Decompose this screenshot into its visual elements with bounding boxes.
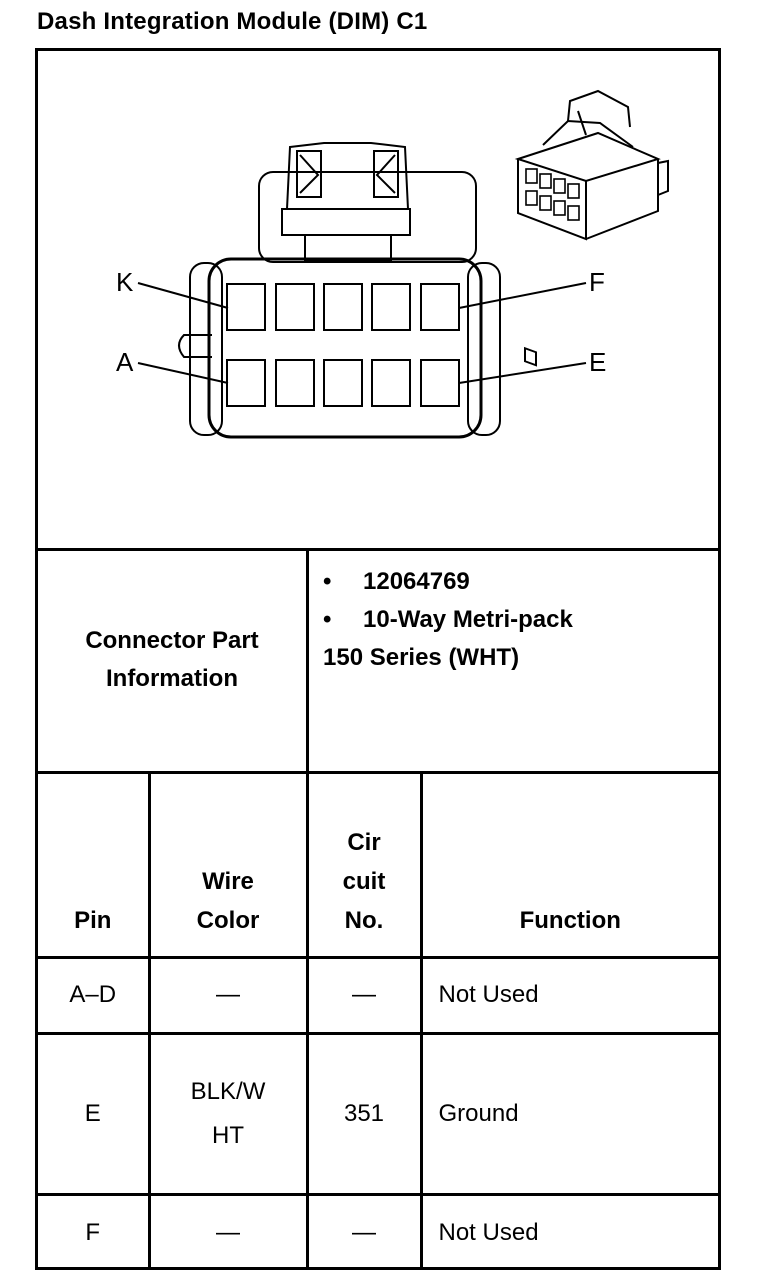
latch-bar — [281, 208, 411, 236]
cavity-f — [420, 283, 460, 331]
connector-info-label: Connector Part Information — [38, 548, 309, 771]
label-a: A — [116, 347, 134, 377]
cavity-h — [323, 283, 363, 331]
polarity-key — [178, 334, 212, 358]
latch-neck — [304, 234, 392, 262]
connector-iso-view — [514, 89, 669, 367]
cell-wire-color: — — [147, 955, 309, 1035]
latch-tab-right — [373, 150, 399, 198]
connector-series: 150 Series (WHT) — [323, 644, 520, 671]
cavity-e — [420, 359, 460, 407]
connector-info-label-line1: Connector Part — [85, 626, 259, 654]
latch-tab-left — [296, 150, 322, 198]
connector-info-label-line2: Information — [105, 664, 238, 692]
label-e: E — [589, 347, 606, 377]
cell-function: Not Used — [419, 955, 718, 1035]
leader-f — [458, 282, 587, 309]
ear-right — [467, 262, 501, 436]
latch-detail-right — [375, 154, 396, 194]
bullet: • — [323, 606, 332, 633]
leader-k — [137, 282, 229, 309]
ear-left — [189, 262, 223, 436]
cavity-k — [226, 283, 266, 331]
cavity-g — [371, 283, 411, 331]
cavity-c — [323, 359, 363, 407]
cell-function: Not Used — [419, 1192, 718, 1270]
header-pin: Pin — [38, 771, 151, 959]
cell-circuit: — — [305, 955, 423, 1035]
label-k: K — [116, 267, 134, 297]
cell-function: Ground — [419, 1031, 718, 1196]
part-number: 12064769 — [363, 568, 470, 595]
cell-wire-color: — — [147, 1192, 309, 1270]
connector-diagram-cell: K A F E — [38, 51, 718, 551]
cavity-b — [275, 359, 315, 407]
bullet: • — [323, 568, 332, 595]
cell-circuit: — — [305, 1192, 423, 1270]
connector-info-row: Connector Part Information • 12064769 • … — [38, 548, 718, 774]
latch-housing — [258, 171, 477, 263]
leader-e — [458, 362, 587, 384]
connector-body — [207, 257, 483, 439]
table-row: F — — Not Used — [38, 1192, 718, 1270]
page-title: Dash Integration Module (DIM) C1 — [37, 8, 428, 35]
cell-pin: A–D — [38, 955, 151, 1035]
connector-diagram: K A F E — [116, 89, 669, 439]
cavity-a — [226, 359, 266, 407]
cell-circuit: 351 — [305, 1031, 423, 1196]
label-f: F — [589, 267, 605, 297]
header-function: Function — [419, 771, 718, 959]
latch-detail-left — [299, 154, 320, 194]
leader-a — [137, 362, 229, 384]
cell-pin: F — [38, 1192, 151, 1270]
cell-pin: E — [38, 1031, 151, 1196]
latch-top — [285, 142, 410, 210]
connector-table-frame: K A F E Connector Part Information • 120… — [35, 48, 721, 1270]
table-row: A–D — — Not Used — [38, 955, 718, 1035]
connector-info-value: • 12064769 • 10-Way Metri-pack 150 Serie… — [309, 548, 718, 771]
cavity-j — [275, 283, 315, 331]
cavity-d — [371, 359, 411, 407]
connector-type: 10-Way Metri-pack — [363, 606, 573, 633]
